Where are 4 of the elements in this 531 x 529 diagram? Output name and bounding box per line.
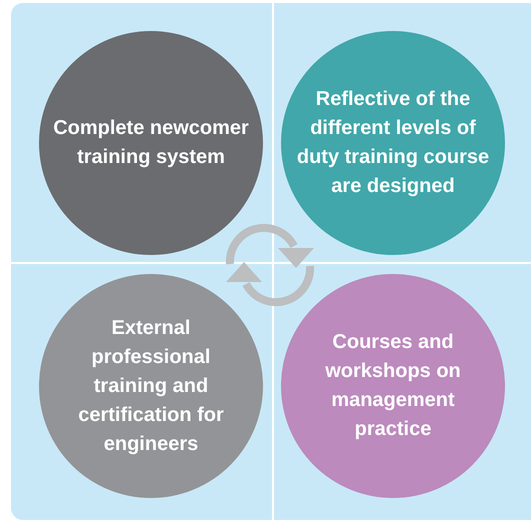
topic-text: Reflective of the different levels of duty training course are designed — [296, 87, 490, 199]
topic-text: Complete newcomer training system — [53, 116, 249, 170]
topic-text: Courses and workshops on management practice — [324, 330, 462, 442]
topic-text: External professional training and certification for engineers — [77, 316, 225, 456]
